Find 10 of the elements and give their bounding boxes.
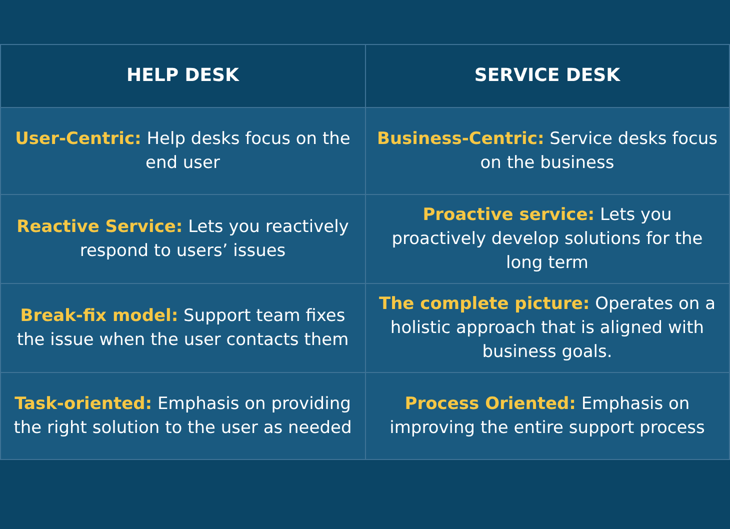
- column-header: SERVICE DESK: [365, 44, 730, 108]
- table-cell: Process Oriented: Emphasis on improving the entire support process: [365, 372, 730, 460]
- table-cell: Reactive Service: Lets you reactively respond to users’ issues: [0, 194, 365, 284]
- table-cell: Task-oriented: Emphasis on providing the right solution to the user as needed: [0, 372, 365, 460]
- table-cell: Business-Centric: Service desks focus on the business: [365, 108, 730, 194]
- table-cell: Proactive service: Lets you proactively develop solutions for the long term: [365, 194, 730, 284]
- table-cell: User-Centric: Help desks focus on the end user: [0, 108, 365, 194]
- table-cell: The complete picture: Operates on a holistic approach that is aligned with business goals.: [365, 284, 730, 372]
- table-cell: Break-fix model: Support team fixes the issue when the user contacts them: [0, 284, 365, 372]
- column-header: HELP DESK: [0, 44, 365, 108]
